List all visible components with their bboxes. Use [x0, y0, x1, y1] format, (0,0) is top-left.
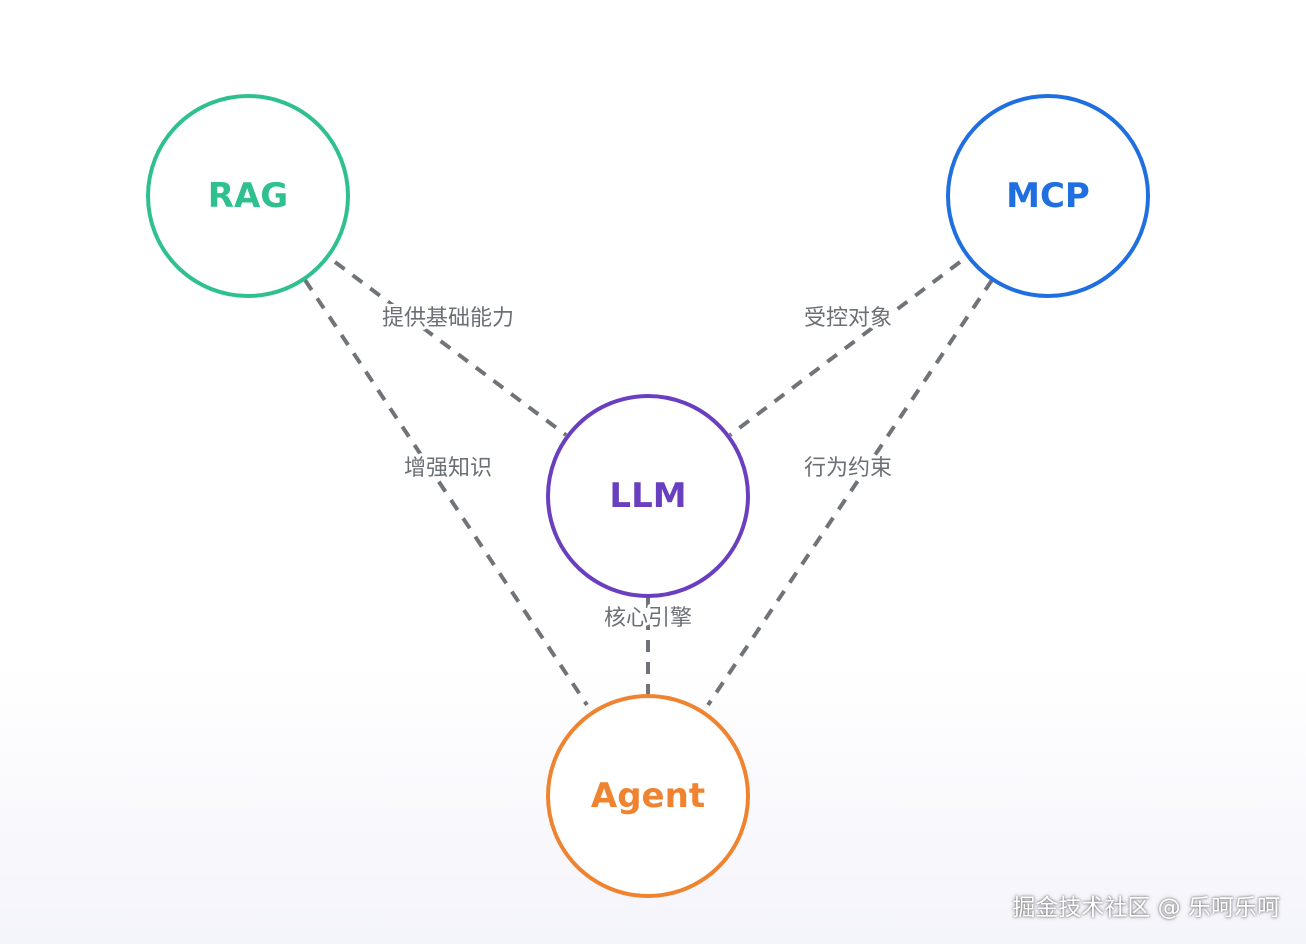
- node-rag: RAG: [146, 94, 350, 298]
- node-rag-label: RAG: [208, 176, 288, 216]
- edge-rag-llm: [333, 260, 568, 437]
- edge-label-mcp-llm: 受控对象: [804, 306, 892, 331]
- node-agent: Agent: [546, 694, 750, 898]
- node-rag-circle: [146, 94, 350, 298]
- edge-label-rag-agent: 增强知识: [404, 456, 492, 481]
- node-mcp: MCP: [946, 94, 1150, 298]
- edge-mcp-llm: [728, 260, 962, 437]
- node-mcp-circle: [946, 94, 1150, 298]
- node-agent-circle: [546, 694, 750, 898]
- node-llm-circle: [546, 394, 750, 598]
- edge-rag-agent: [303, 278, 589, 707]
- node-llm-label: LLM: [609, 476, 686, 516]
- edge-label-rag-llm: 提供基础能力: [382, 306, 514, 331]
- edge-mcp-agent: [706, 278, 994, 707]
- node-mcp-label: MCP: [1006, 176, 1090, 216]
- node-agent-label: Agent: [591, 776, 705, 816]
- node-llm: LLM: [546, 394, 750, 598]
- edge-label-llm-agent: 核心引擎: [604, 606, 692, 631]
- edge-label-mcp-agent: 行为约束: [804, 456, 892, 481]
- watermark: 掘金技术社区 @ 乐呵乐呵: [1012, 895, 1280, 921]
